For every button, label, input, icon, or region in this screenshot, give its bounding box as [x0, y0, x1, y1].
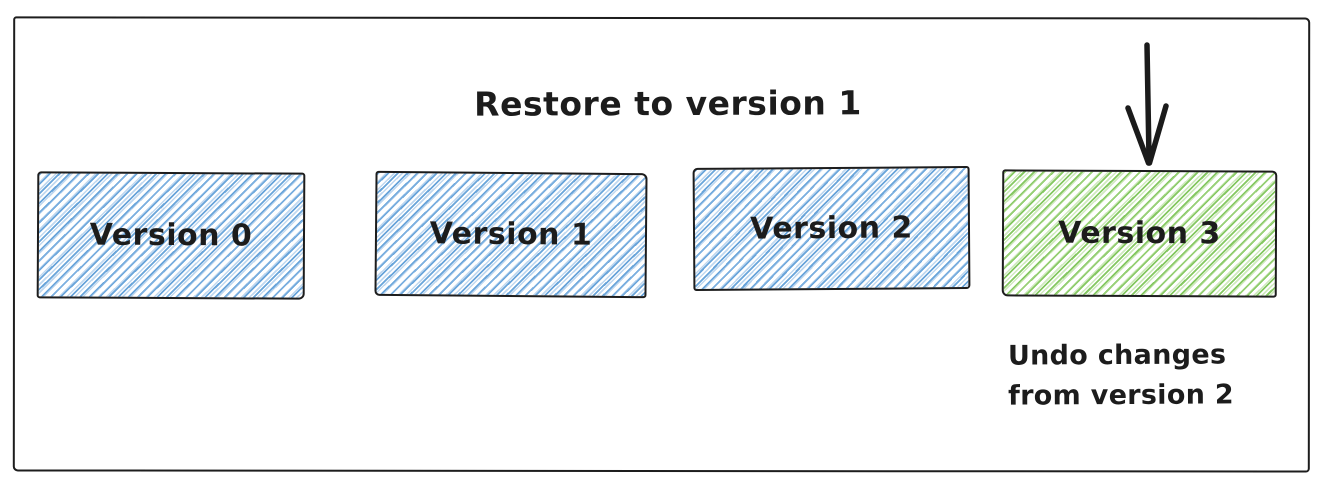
version-box-3: Version 3 — [1001, 169, 1278, 298]
version-box-0-label: Version 0 — [89, 217, 253, 254]
down-arrow-icon — [1125, 42, 1169, 166]
undo-annotation-line1: Undo changes — [1007, 339, 1227, 372]
version-box-2: Version 2 — [692, 166, 971, 291]
version-box-2-label: Version 2 — [750, 210, 913, 247]
undo-annotation: Undo changes from version 2 — [1008, 335, 1234, 416]
undo-annotation-line2: from version 2 — [1008, 379, 1235, 412]
version-box-1-label: Version 1 — [429, 216, 593, 253]
version-box-0: Version 0 — [36, 171, 306, 300]
version-box-3-label: Version 3 — [1058, 215, 1221, 252]
version-box-1: Version 1 — [374, 170, 648, 299]
